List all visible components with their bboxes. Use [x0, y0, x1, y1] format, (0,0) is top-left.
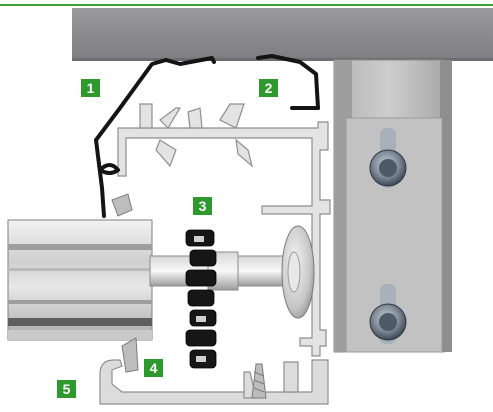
- callout-1: 1: [81, 79, 100, 97]
- clip-left: [111, 193, 133, 217]
- callout-3: 3: [193, 197, 212, 215]
- seal-right: [256, 54, 320, 110]
- rail-extrusion: [7, 219, 153, 341]
- bottom-screw: [251, 363, 267, 399]
- drive-chain: [185, 229, 217, 369]
- clip-bottom: [121, 337, 139, 373]
- callout-4: 4: [144, 359, 163, 377]
- track-profile: [117, 103, 331, 357]
- ceiling-slab: [72, 8, 493, 61]
- lower-bolt: [369, 284, 407, 344]
- bottom-profile: [99, 359, 329, 405]
- drive-shaft: [149, 251, 291, 291]
- seal-left: [94, 56, 216, 218]
- callout-2: 2: [259, 79, 278, 97]
- top-accent-line: [0, 4, 493, 6]
- guide-wheel: [281, 225, 315, 319]
- callout-5: 5: [57, 380, 76, 398]
- upper-bolt: [369, 128, 407, 188]
